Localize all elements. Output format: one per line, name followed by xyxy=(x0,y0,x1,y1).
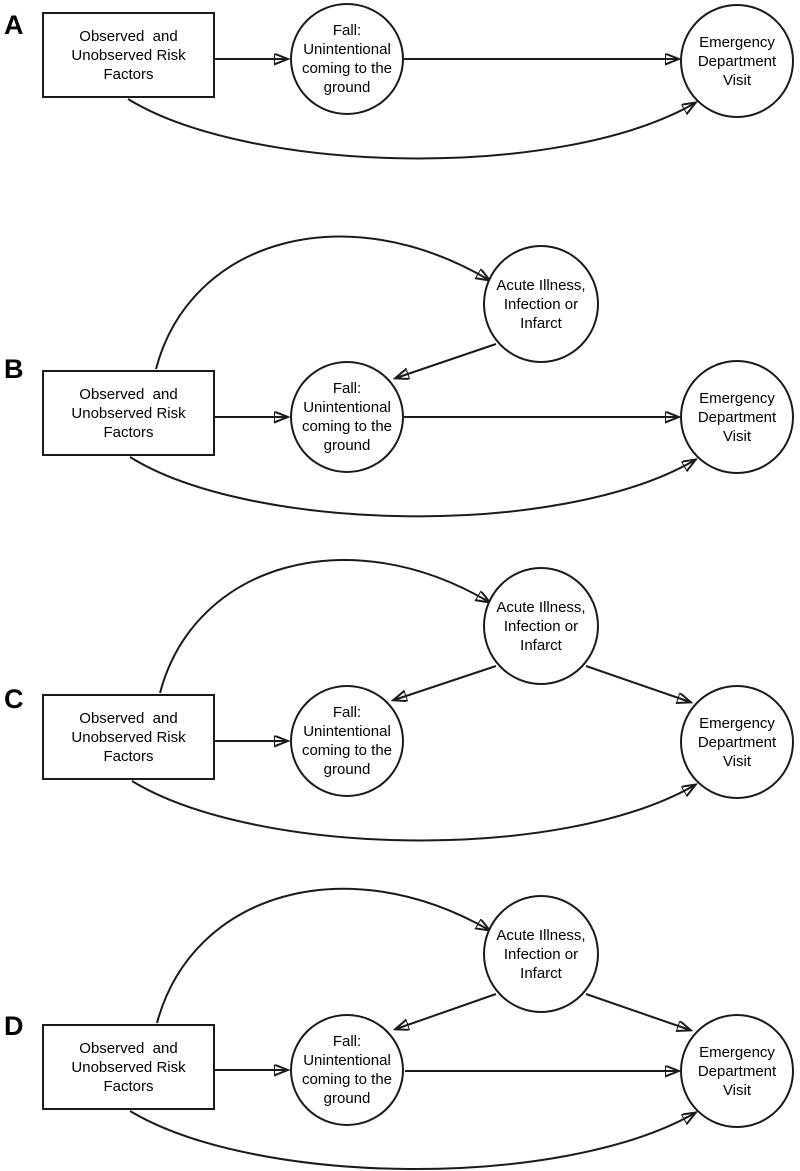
panel-b-label: B xyxy=(4,354,24,384)
edge-c-acute-to-ed xyxy=(585,665,690,702)
panel-d-fall-node: Fall: Unintentional coming to the ground xyxy=(290,1014,404,1126)
panel-a-label: A xyxy=(4,10,24,40)
panel-d-emergency-department-node: Emergency Department Visit xyxy=(680,1014,794,1128)
panel-a-edges xyxy=(127,59,695,160)
edge-d-acute-to-ed xyxy=(585,993,690,1030)
panel-d-edges xyxy=(129,887,695,1170)
panel-b-risk-factors-node: Observed and Unobserved Risk Factors xyxy=(42,370,215,456)
panel-c-risk-factors-node: Observed and Unobserved Risk Factors xyxy=(42,694,215,780)
edge-b-acute-to-fall xyxy=(396,343,497,378)
panel-d-acute-illness-node: Acute Illness, Infection or Infarct xyxy=(483,895,599,1013)
edge-d-risk-to-acute xyxy=(156,887,489,1024)
panel-b-emergency-department-node: Emergency Department Visit xyxy=(680,360,794,474)
panel-c-acute-illness-node: Acute Illness, Infection or Infarct xyxy=(483,567,599,685)
panel-b-fall-node: Fall: Unintentional coming to the ground xyxy=(290,361,404,473)
panel-c-label: C xyxy=(4,684,24,714)
panel-b-edges xyxy=(129,235,695,518)
panel-c-edges xyxy=(131,559,695,842)
edge-a-risk-to-ed xyxy=(127,98,695,160)
edge-c-risk-to-acute xyxy=(159,559,489,694)
edge-b-risk-to-ed xyxy=(129,456,695,518)
panel-d-label: D xyxy=(4,1011,24,1041)
panel-a-fall-node: Fall: Unintentional coming to the ground xyxy=(290,3,404,115)
panel-c-emergency-department-node: Emergency Department Visit xyxy=(680,685,794,799)
panel-c-fall-node: Fall: Unintentional coming to the ground xyxy=(290,685,404,797)
panel-a-risk-factors-node: Observed and Unobserved Risk Factors xyxy=(42,12,215,98)
edge-d-acute-to-fall xyxy=(396,993,497,1029)
edge-b-risk-to-acute xyxy=(155,235,489,370)
edge-c-risk-to-ed xyxy=(131,780,695,842)
panel-a-emergency-department-node: Emergency Department Visit xyxy=(680,4,794,118)
edge-d-risk-to-ed xyxy=(129,1110,695,1170)
panel-d-risk-factors-node: Observed and Unobserved Risk Factors xyxy=(42,1024,215,1110)
edge-c-acute-to-fall xyxy=(394,665,497,700)
panel-b-acute-illness-node: Acute Illness, Infection or Infarct xyxy=(483,245,599,363)
